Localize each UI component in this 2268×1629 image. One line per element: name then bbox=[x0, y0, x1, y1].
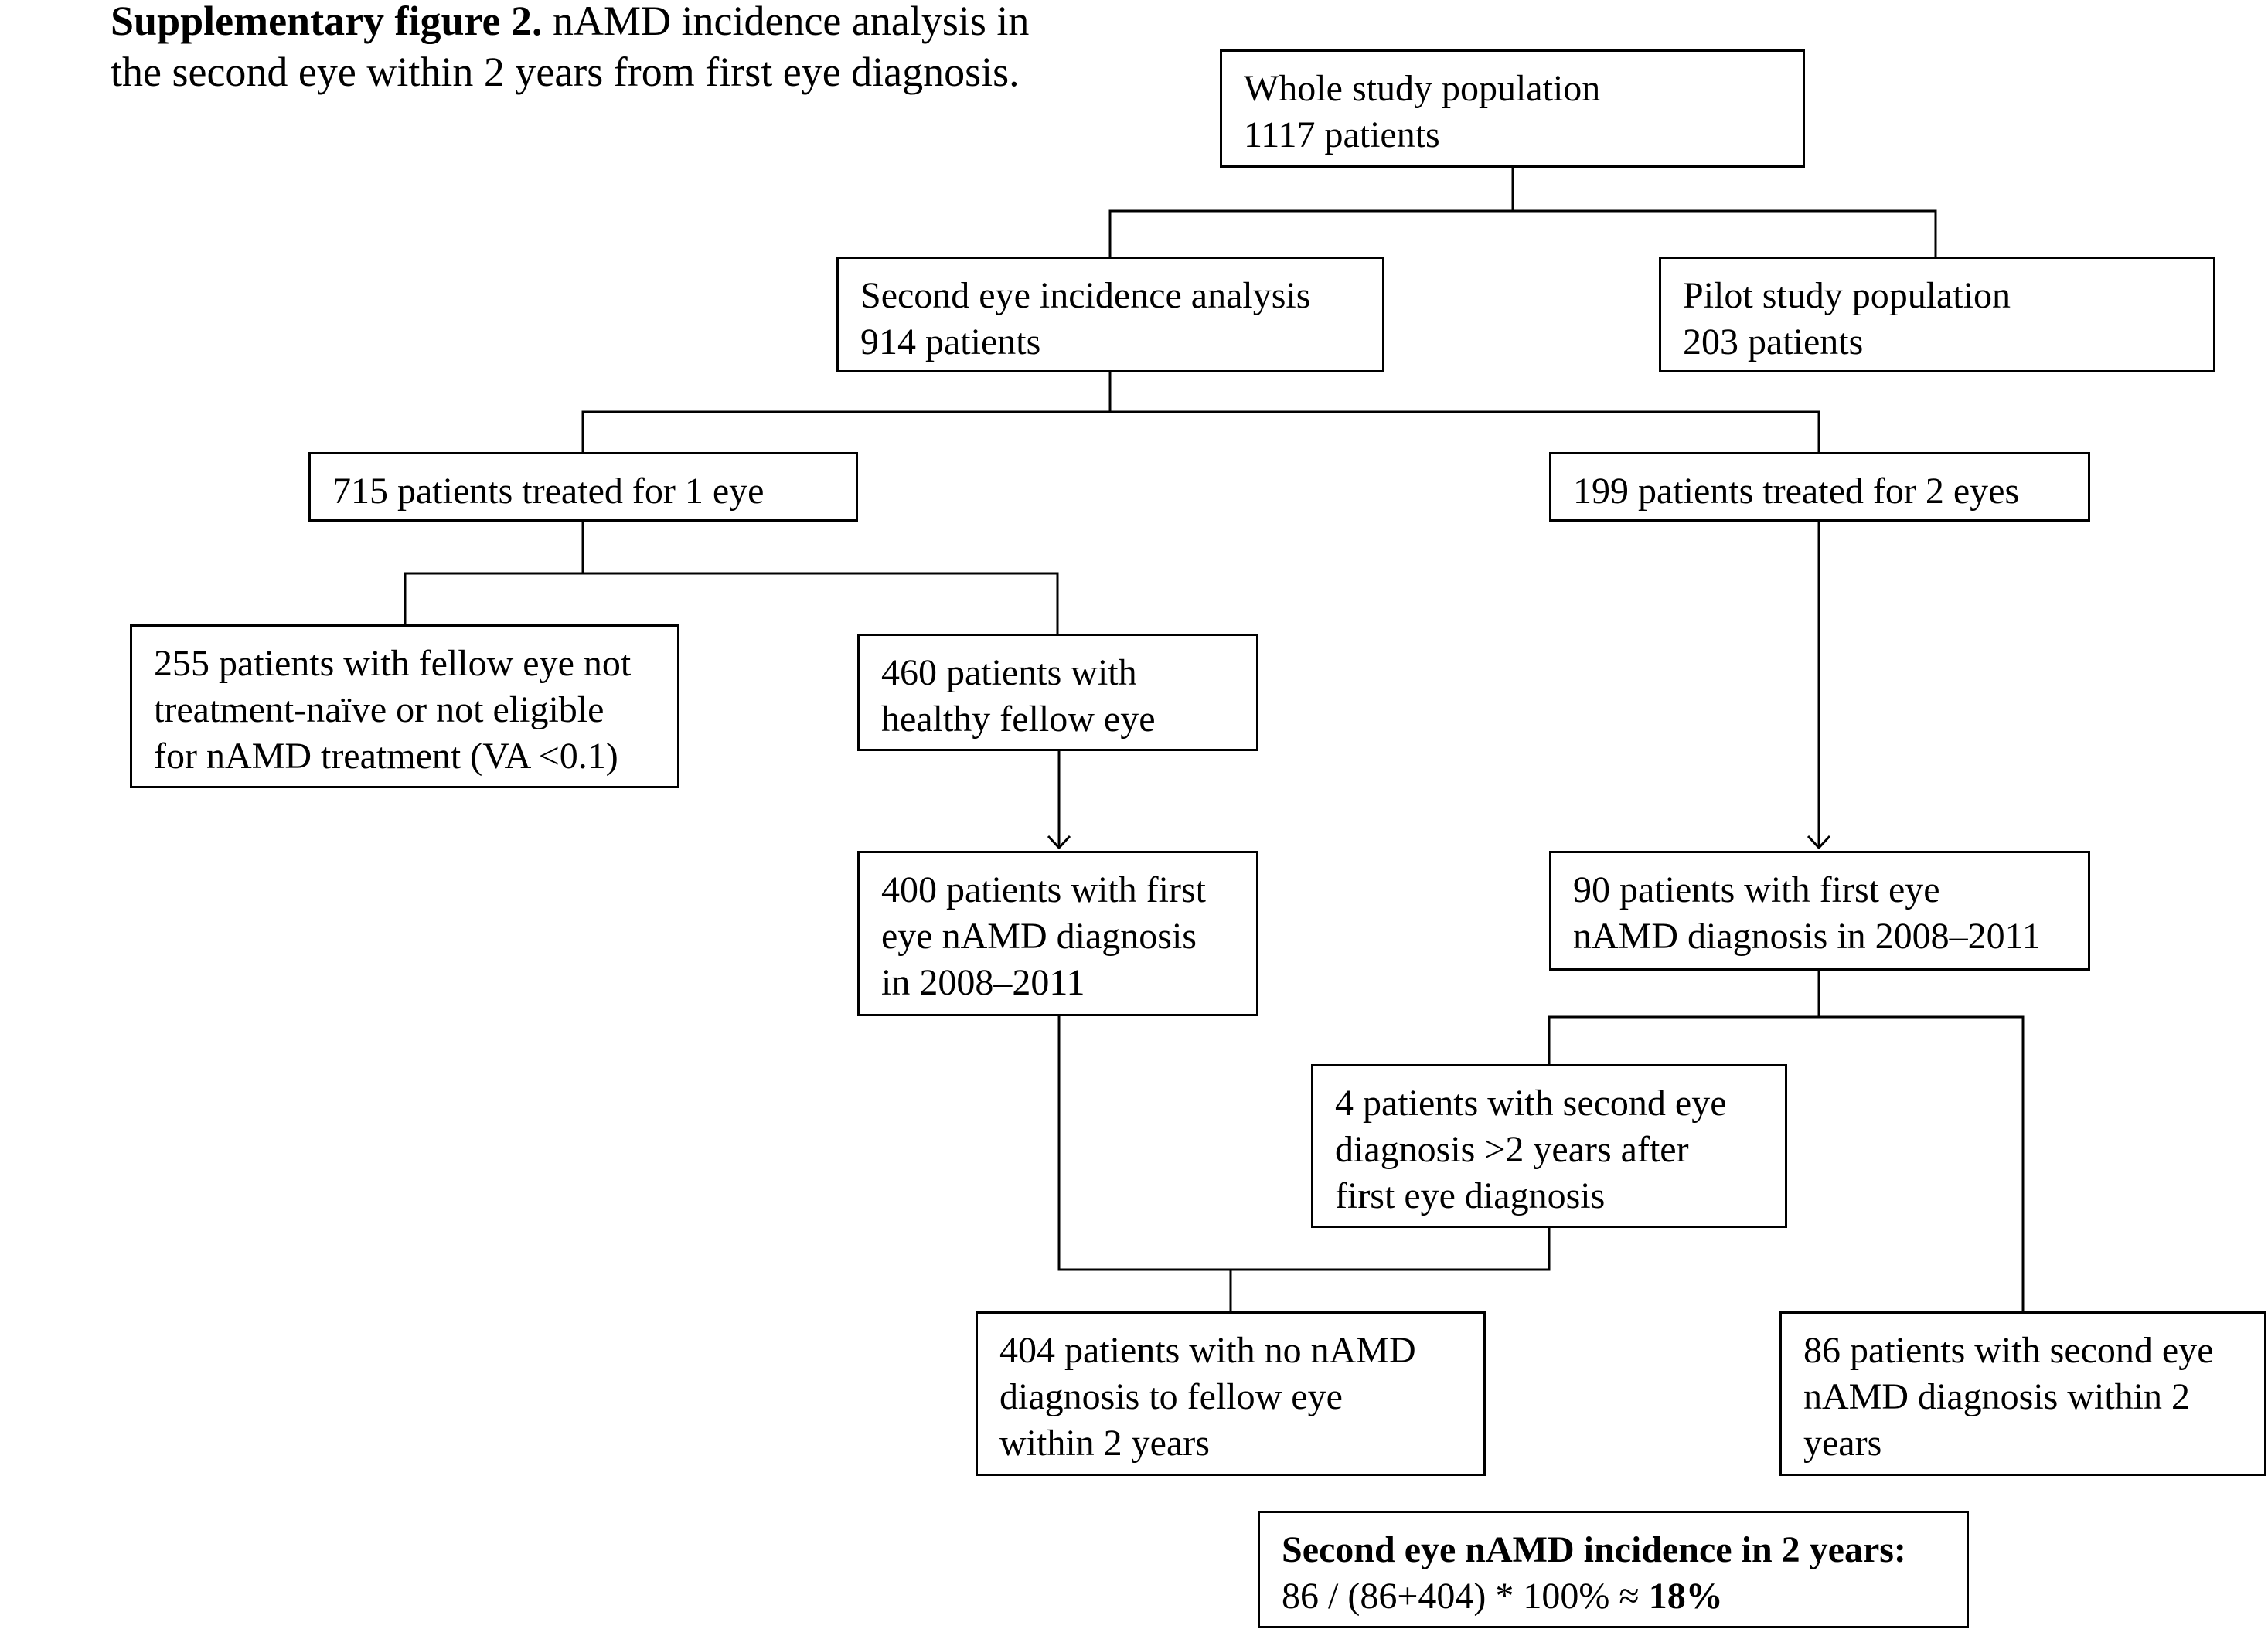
node-line: 4 patients with second eye bbox=[1335, 1083, 1727, 1124]
node-400-first-eye-diagnosis: 400 patients with first eye nAMD diagnos… bbox=[857, 851, 1258, 1016]
connector-to-two-eyes bbox=[1110, 410, 1820, 452]
node-line: 400 patients with first bbox=[881, 869, 1206, 910]
node-line: 404 patients with no nAMD bbox=[999, 1330, 1416, 1371]
result-formula-line: 86 / (86+404) * 100% ≈ 18% bbox=[1282, 1573, 1945, 1620]
result-title: Second eye nAMD incidence in 2 years: bbox=[1282, 1529, 1906, 1570]
result-incidence-box: Second eye nAMD incidence in 2 years: 86… bbox=[1258, 1511, 1969, 1628]
node-line: 255 patients with fellow eye not bbox=[154, 643, 632, 684]
node-line: 715 patients treated for 1 eye bbox=[332, 471, 765, 512]
node-line: eye nAMD diagnosis bbox=[881, 916, 1197, 957]
result-formula: 86 / (86+404) * 100% ≈ bbox=[1282, 1576, 1649, 1617]
node-line: within 2 years bbox=[999, 1423, 1210, 1464]
node-715-treated-one-eye: 715 patients treated for 1 eye bbox=[308, 452, 858, 522]
node-4-second-eye-after-2-years: 4 patients with second eye diagnosis >2 … bbox=[1311, 1064, 1787, 1228]
node-line: nAMD diagnosis within 2 bbox=[1803, 1376, 2191, 1417]
node-line: 86 patients with second eye bbox=[1803, 1330, 2214, 1371]
result-value: 18% bbox=[1648, 1576, 1723, 1617]
connector-to-fellow-not-naive bbox=[404, 572, 583, 624]
node-line: diagnosis >2 years after bbox=[1335, 1129, 1689, 1170]
connector-first-eye-400-down bbox=[1057, 1016, 1231, 1271]
connector-whole-to-pilot bbox=[1513, 209, 1937, 257]
node-line: treatment-naïve or not eligible bbox=[154, 689, 604, 730]
node-404-no-namd-diagnosis: 404 patients with no nAMD diagnosis to f… bbox=[976, 1311, 1486, 1476]
node-line: nAMD diagnosis in 2008–2011 bbox=[1573, 916, 2041, 957]
node-line: 199 patients treated for 2 eyes bbox=[1573, 471, 2020, 512]
node-line: 203 patients bbox=[1683, 321, 1864, 362]
node-line: Whole study population bbox=[1244, 68, 1601, 109]
connector-to-healthy-fellow bbox=[583, 572, 1059, 634]
node-line: 90 patients with first eye bbox=[1573, 869, 1940, 910]
node-line: in 2008–2011 bbox=[881, 962, 1085, 1003]
node-second-eye-incidence-analysis: Second eye incidence analysis 914 patien… bbox=[836, 257, 1384, 372]
node-line: 1117 patients bbox=[1244, 114, 1440, 155]
caption-text-line2: the second eye within 2 years from first… bbox=[111, 49, 1020, 95]
node-86-second-eye-within-2-years: 86 patients with second eye nAMD diagnos… bbox=[1779, 1311, 2266, 1476]
node-line: healthy fellow eye bbox=[881, 699, 1156, 740]
node-460-healthy-fellow-eye: 460 patients with healthy fellow eye bbox=[857, 634, 1258, 751]
node-255-fellow-not-naive: 255 patients with fellow eye not treatme… bbox=[130, 624, 679, 788]
node-line: Second eye incidence analysis bbox=[860, 275, 1311, 316]
figure-caption: Supplementary figure 2. nAMD incidence a… bbox=[111, 0, 1177, 97]
connector-second-after-2y-down bbox=[1231, 1228, 1551, 1271]
node-pilot-study-population: Pilot study population 203 patients bbox=[1659, 257, 2215, 372]
node-199-treated-two-eyes: 199 patients treated for 2 eyes bbox=[1549, 452, 2090, 522]
node-90-first-eye-diagnosis: 90 patients with first eye nAMD diagnosi… bbox=[1549, 851, 2090, 971]
node-line: Pilot study population bbox=[1683, 275, 2011, 316]
node-line: years bbox=[1803, 1423, 1882, 1464]
node-line: for nAMD treatment (VA <0.1) bbox=[154, 736, 618, 777]
arrowhead-two-eyes-to-first-eye-90 bbox=[1807, 835, 1831, 850]
caption-label: Supplementary figure 2. bbox=[111, 0, 543, 44]
caption-text-line1: nAMD incidence analysis in bbox=[542, 0, 1030, 44]
connector-to-second-after-2y bbox=[1548, 1015, 1819, 1064]
connector-to-second-within-2y bbox=[1819, 1015, 2025, 1311]
node-line: first eye diagnosis bbox=[1335, 1175, 1606, 1216]
arrowhead-healthy-to-first-eye-400 bbox=[1047, 835, 1071, 850]
connector-to-one-eye bbox=[581, 410, 1110, 452]
node-whole-study-population: Whole study population 1117 patients bbox=[1220, 49, 1805, 168]
connector-whole-to-second-eye bbox=[1108, 209, 1513, 257]
node-line: 460 patients with bbox=[881, 652, 1137, 693]
node-line: diagnosis to fellow eye bbox=[999, 1376, 1343, 1417]
node-line: 914 patients bbox=[860, 321, 1041, 362]
